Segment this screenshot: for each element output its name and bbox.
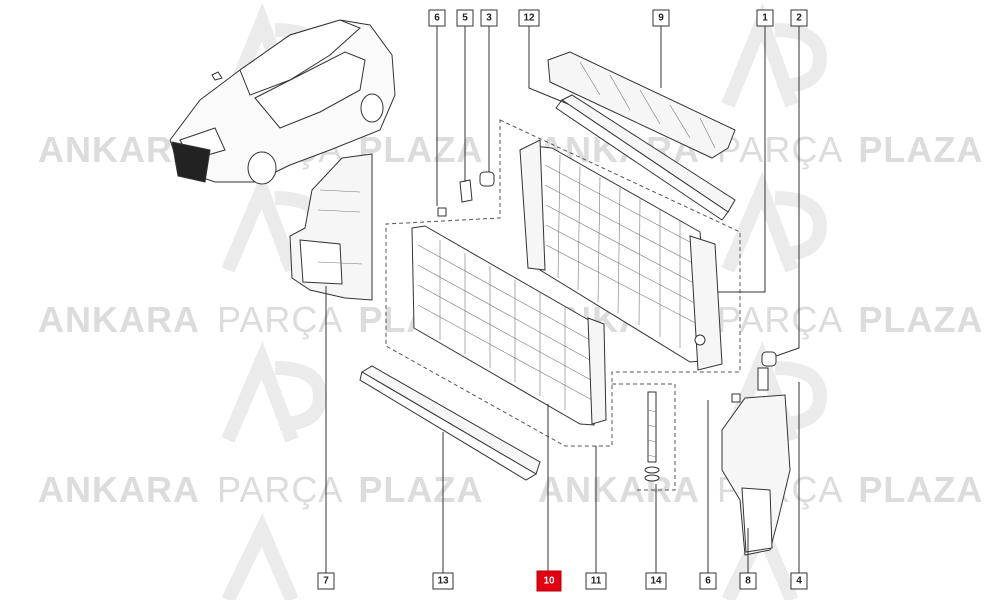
callout-1[interactable]: 1 [756,9,774,27]
svg-text:5: 5 [462,13,468,24]
watermark-logo [721,171,828,273]
svg-text:6: 6 [705,576,711,587]
svg-text:7: 7 [323,576,329,587]
watermark-logo [721,2,828,108]
watermark-logo [221,341,328,443]
svg-text:13: 13 [437,576,449,587]
callout-14[interactable]: 14 [645,572,667,590]
callout-13[interactable]: 13 [432,572,454,590]
upper-air-guide [547,51,736,159]
mounting-hardware [437,171,777,403]
leader-lines [325,26,800,573]
left-air-deflector [289,153,373,301]
callout-6-bottom[interactable]: 6 [699,572,717,590]
callout-7[interactable]: 7 [317,572,335,590]
svg-text:2: 2 [796,13,802,24]
car-illustration [169,19,396,185]
callout-5[interactable]: 5 [456,9,474,27]
callout-6-top[interactable]: 6 [428,9,446,27]
svg-text:11: 11 [591,576,602,587]
radiator-core [519,139,723,371]
watermark-text: ANKARA PARÇA PLAZA [38,469,483,510]
svg-text:8: 8 [745,576,751,587]
assembly-outline [385,119,741,491]
callout-3[interactable]: 3 [480,9,498,27]
dryer-cartridge [644,391,660,482]
svg-text:3: 3 [486,13,492,24]
callout-12[interactable]: 12 [518,9,540,27]
callout-9[interactable]: 9 [652,9,670,27]
foam-seal-strip [555,94,736,221]
callout-4[interactable]: 4 [790,572,808,590]
callout-2[interactable]: 2 [790,9,808,27]
svg-text:12: 12 [523,13,535,24]
callout-10-highlighted[interactable]: 10 [536,570,562,592]
right-air-deflector [721,394,791,556]
lower-foam-block [359,365,541,481]
ac-condenser [411,225,607,426]
callout-8[interactable]: 8 [739,572,757,590]
svg-text:6: 6 [434,13,440,24]
svg-text:4: 4 [796,576,802,587]
svg-text:14: 14 [650,576,662,587]
svg-text:10: 10 [543,576,555,587]
svg-text:1: 1 [762,13,768,24]
callout-11[interactable]: 11 [585,572,607,590]
svg-text:9: 9 [658,13,664,24]
